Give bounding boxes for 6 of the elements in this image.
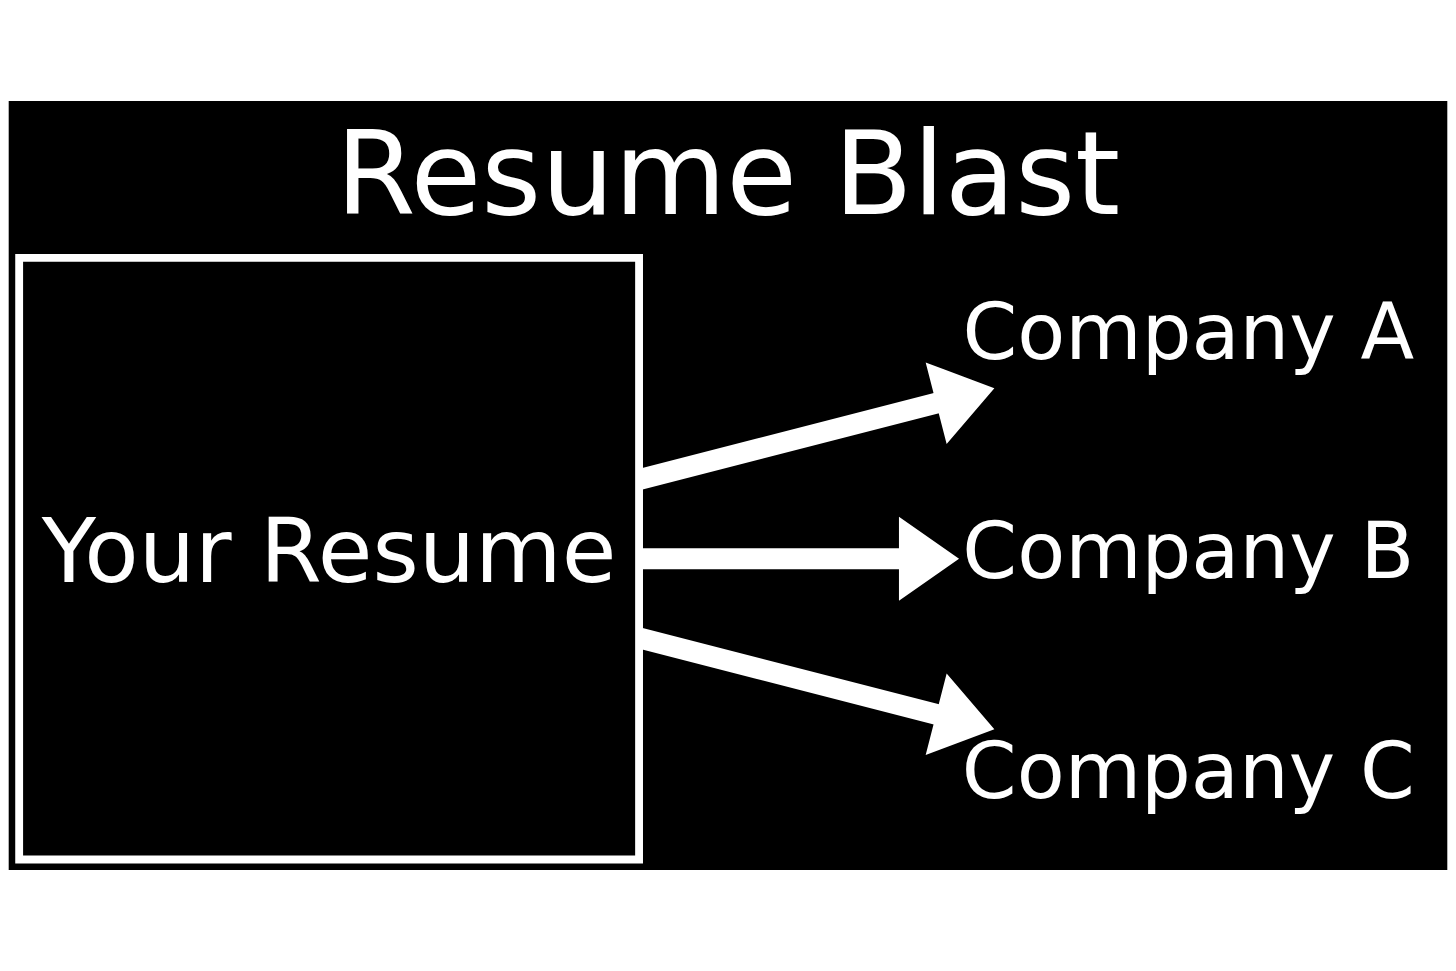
node-text: Company C [961,725,1415,818]
node-text: Company B [962,505,1415,598]
node-text: Company A [962,285,1415,378]
diagram-title: Resume Blast [335,107,1121,241]
arrow [640,516,960,601]
node-box: Your Resume [15,254,643,864]
